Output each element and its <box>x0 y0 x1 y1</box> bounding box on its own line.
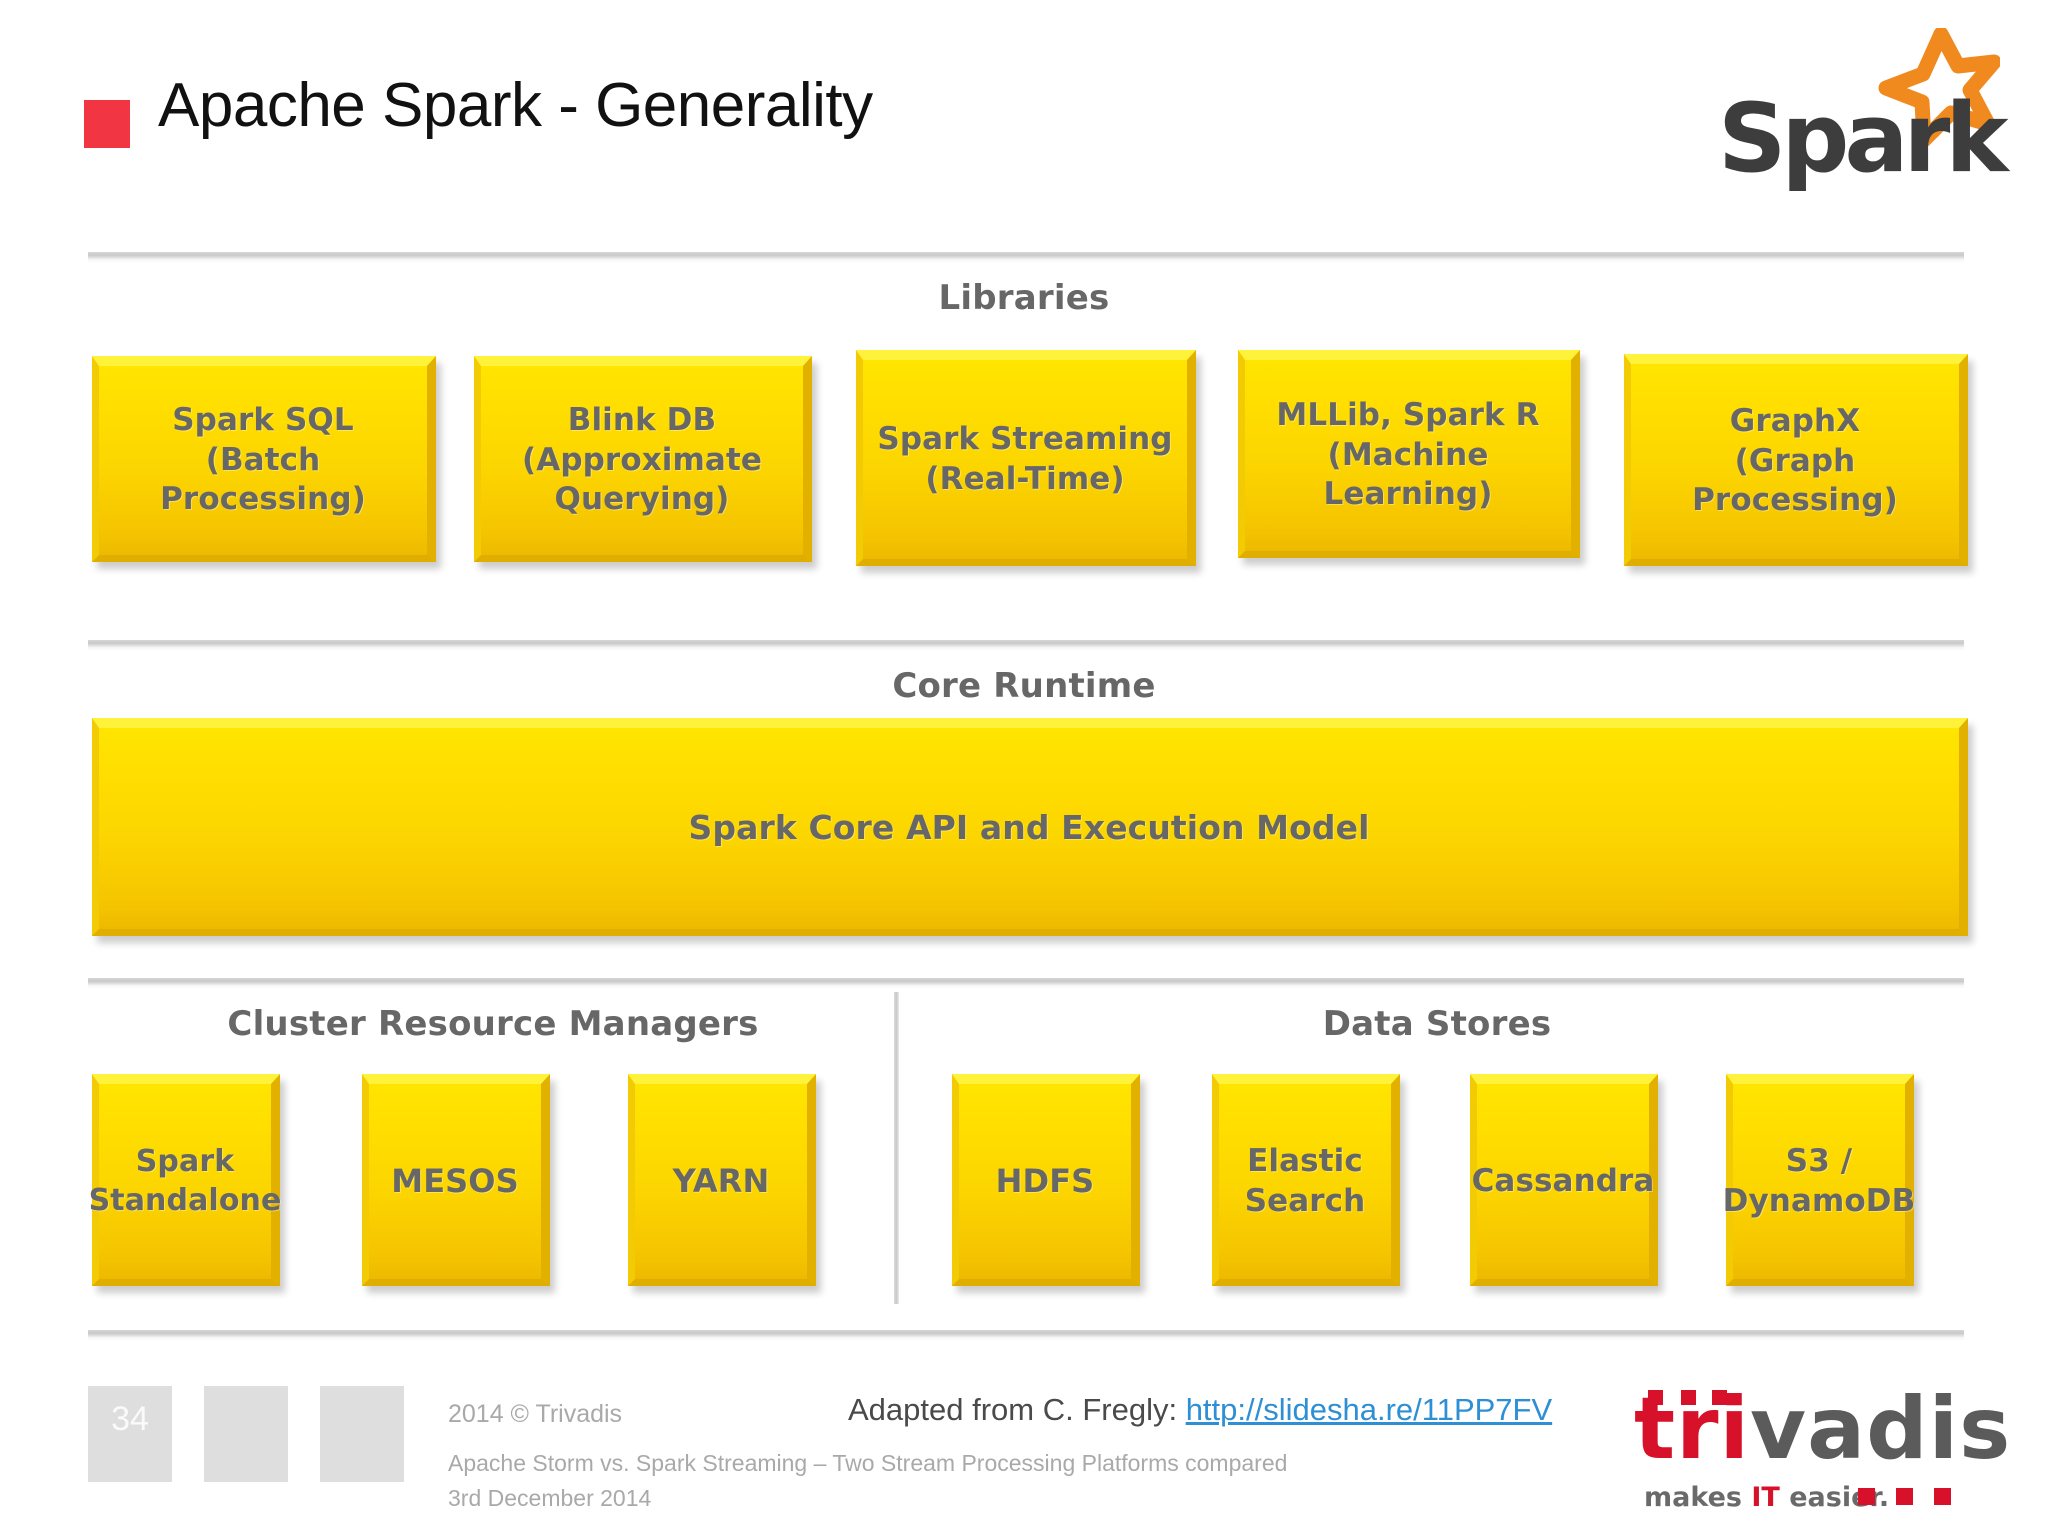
datastore-box-label: Cassandra <box>1471 1162 1655 1199</box>
trivadis-tagline-pre: makes <box>1644 1482 1752 1513</box>
spark-logo: Spark <box>1708 22 2009 194</box>
section-heading-libraries: Libraries <box>938 278 1110 318</box>
library-box-label: GraphX (Graph Processing) <box>1692 402 1898 519</box>
footer-credit: Adapted from C. Fregly: http://slidesha.… <box>848 1392 1552 1428</box>
datastore-box-label: Elastic Search <box>1244 1142 1366 1219</box>
library-box-label: Spark SQL (Batch Processing) <box>160 401 366 518</box>
datastore-box-label: S3 / DynamoDB <box>1722 1142 1916 1219</box>
crm-box-label: YARN <box>672 1162 770 1201</box>
datastore-box-label: HDFS <box>995 1162 1095 1201</box>
library-box-graphx[interactable]: GraphX (Graph Processing) <box>1624 354 1968 566</box>
crm-box-mesos[interactable]: MESOS <box>362 1074 550 1286</box>
crm-box-label: Spark Standalone <box>88 1144 282 1218</box>
crm-box-spark-standalone[interactable]: Spark Standalone <box>88 1074 282 1286</box>
trivadis-dot-3 <box>1712 1390 1727 1405</box>
spark-wordmark: Spark <box>1718 84 2009 194</box>
footer-credit-link[interactable]: http://slidesha.re/11PP7FV <box>1185 1392 1553 1427</box>
trivadis-square-1 <box>1858 1488 1875 1505</box>
trivadis-square-3 <box>1934 1488 1951 1505</box>
page-number: 34 <box>111 1400 149 1438</box>
trivadis-tagline: makes IT easier. <box>1644 1482 1889 1513</box>
datastore-box-cassandra[interactable]: Cassandra <box>1470 1074 1658 1286</box>
footer-block-3 <box>320 1386 404 1482</box>
section-heading-core-runtime: Core Runtime <box>892 666 1156 706</box>
trivadis-wordmark: trivadis <box>1634 1386 2011 1472</box>
footer-block-1 <box>88 1386 172 1482</box>
page-title: Apache Spark - Generality <box>158 71 873 140</box>
separator-footer <box>88 1330 1964 1341</box>
datastore-box-hdfs[interactable]: HDFS <box>952 1074 1140 1286</box>
footer-subtitle: Apache Storm vs. Spark Streaming – Two S… <box>448 1450 1288 1476</box>
library-box-label: Blink DB (Approximate Querying) <box>521 401 762 518</box>
section-heading-data-stores: Data Stores <box>1322 1004 1552 1044</box>
core-runtime-box-label: Spark Core API and Execution Model <box>688 808 1370 848</box>
library-box-blink-db[interactable]: Blink DB (Approximate Querying) <box>474 356 812 562</box>
core-runtime-box[interactable]: Spark Core API and Execution Model <box>92 718 1968 936</box>
spark-star-icon <box>1878 28 2000 146</box>
footer-date: 3rd December 2014 <box>448 1485 652 1511</box>
footer-copyright: 2014 © Trivadis <box>448 1400 623 1428</box>
library-box-mllib-sparkr[interactable]: MLLib, Spark R (Machine Learning) <box>1238 350 1580 558</box>
datastore-box-s3-dynamodb[interactable]: S3 / DynamoDB <box>1722 1074 1916 1286</box>
trivadis-name-gray: vadis <box>1750 1379 2012 1479</box>
trivadis-logo: trivadis makes IT easier. <box>1634 1378 2014 1518</box>
footer-block-2 <box>204 1386 288 1482</box>
separator-libraries <box>88 252 1964 263</box>
footer-credit-prefix: Adapted from C. Fregly: <box>848 1392 1186 1427</box>
datastore-box-elastic-search[interactable]: Elastic Search <box>1212 1074 1400 1286</box>
trivadis-dot-2 <box>1681 1390 1696 1405</box>
title-bullet-square <box>84 100 130 148</box>
trivadis-dot-1 <box>1648 1390 1663 1405</box>
section-heading-cluster-resource-managers: Cluster Resource Managers <box>227 1004 759 1044</box>
library-box-spark-sql[interactable]: Spark SQL (Batch Processing) <box>92 356 436 562</box>
separator-bottom <box>88 978 1964 989</box>
library-box-spark-streaming[interactable]: Spark Streaming (Real-Time) <box>856 350 1196 566</box>
crm-box-label: MESOS <box>391 1162 519 1201</box>
trivadis-tagline-it: IT <box>1751 1482 1780 1513</box>
library-box-label: Spark Streaming (Real-Time) <box>877 420 1173 497</box>
column-divider <box>894 992 899 1304</box>
crm-box-yarn[interactable]: YARN <box>628 1074 816 1286</box>
separator-core-runtime <box>88 640 1964 651</box>
trivadis-name-red: tri <box>1634 1379 1751 1479</box>
trivadis-square-2 <box>1896 1488 1913 1505</box>
library-box-label: MLLib, Spark R (Machine Learning) <box>1276 396 1540 513</box>
